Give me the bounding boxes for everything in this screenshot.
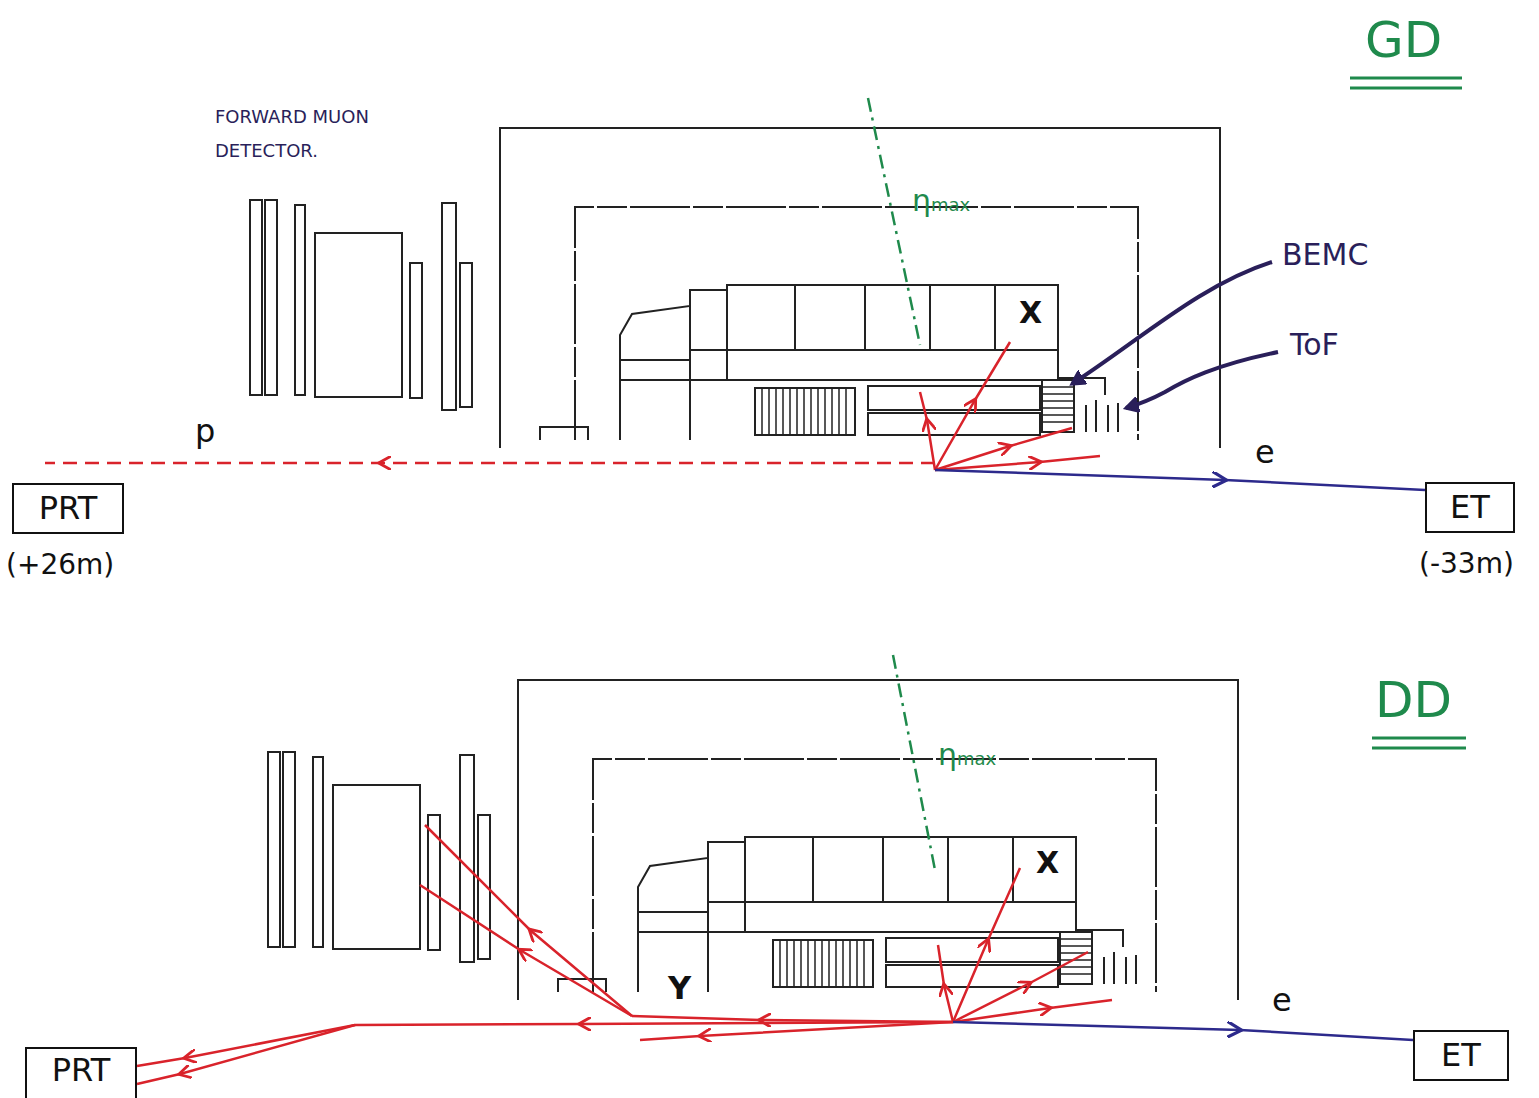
hadron-tracks (920, 342, 1100, 470)
electron-beam (953, 1022, 1413, 1040)
eta-max-label: ηmax (938, 738, 996, 773)
title-underline (1372, 738, 1466, 748)
part-name: BEMC (1282, 238, 1368, 273)
eta-max-line (893, 655, 935, 870)
system-label: X (1019, 296, 1042, 331)
panel-title: GD (1365, 12, 1442, 70)
station-position: (+26m) (6, 548, 114, 581)
panel-title: DD (1375, 672, 1452, 730)
detector-name: FORWARD MUON DETECTOR. (215, 100, 420, 168)
particle-label: e (1272, 982, 1292, 1019)
system-label: X (1036, 846, 1059, 881)
eta-max-label: ηmax (912, 184, 970, 219)
station-name: ET (1441, 1038, 1481, 1073)
station-name: PRT (39, 491, 98, 526)
tof-pointer (1126, 352, 1278, 408)
detector-station-box: PRT(+26m) (12, 483, 124, 534)
detector-station-box: ET (1413, 1030, 1509, 1081)
station-position: (-33m) (1419, 547, 1514, 580)
hadron-tracks (137, 825, 1112, 1084)
particle-label: e (1255, 434, 1275, 471)
electron-beam (935, 470, 1425, 490)
particle-label: p (195, 413, 215, 450)
proton-beam (45, 462, 935, 465)
system-label: Y (668, 970, 691, 1007)
title-underline (1350, 78, 1462, 88)
bemc-pointer (1072, 262, 1272, 384)
h1-detector (268, 680, 1238, 1000)
h1-detector (250, 128, 1220, 448)
station-name: ET (1450, 490, 1490, 525)
detector-station-box: ET(-33m) (1425, 482, 1515, 533)
part-name: ToF (1290, 328, 1339, 363)
eta-max-line (868, 98, 920, 345)
station-name: PRT (52, 1053, 111, 1088)
detector-station-box: PRT (25, 1047, 137, 1098)
